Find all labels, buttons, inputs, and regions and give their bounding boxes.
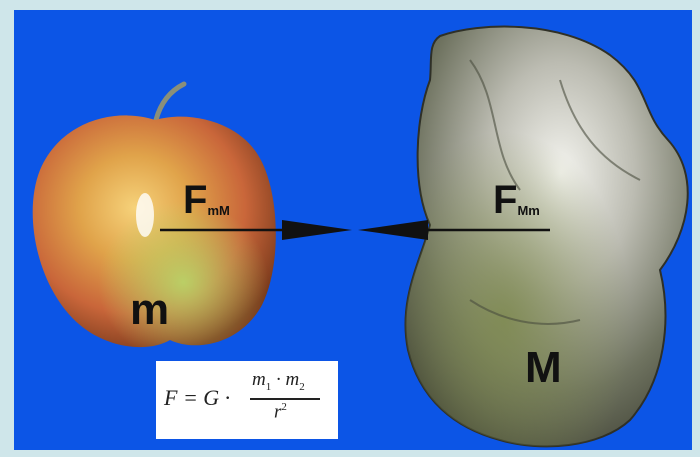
numerator-m1: m: [252, 369, 266, 390]
rock-mass-label: M: [525, 343, 563, 393]
formula-lhs: F = G ·: [164, 385, 230, 411]
formula-numerator: m1 · m2: [252, 369, 305, 393]
force-label-rock: FMm: [493, 178, 540, 223]
force-symbol: F: [183, 178, 207, 222]
apple-force-arrowhead: [282, 220, 352, 240]
force-subscript: Mm: [517, 203, 539, 218]
denominator-sup: 2: [281, 401, 287, 413]
gravitation-formula: F = G · m1 · m2 r2: [156, 361, 338, 439]
formula-denominator: r2: [274, 401, 287, 423]
numerator-m2: · m: [271, 369, 299, 390]
numerator-sub2: 2: [299, 381, 305, 393]
rock-force-arrowhead: [358, 220, 428, 240]
apple-mass-label: m: [130, 285, 170, 335]
apple-stem: [156, 84, 184, 120]
fraction-bar: [250, 398, 320, 400]
apple-highlight: [136, 193, 154, 237]
force-subscript: mM: [207, 203, 229, 218]
force-label-apple: FmM: [183, 178, 230, 223]
force-symbol: F: [493, 178, 517, 222]
